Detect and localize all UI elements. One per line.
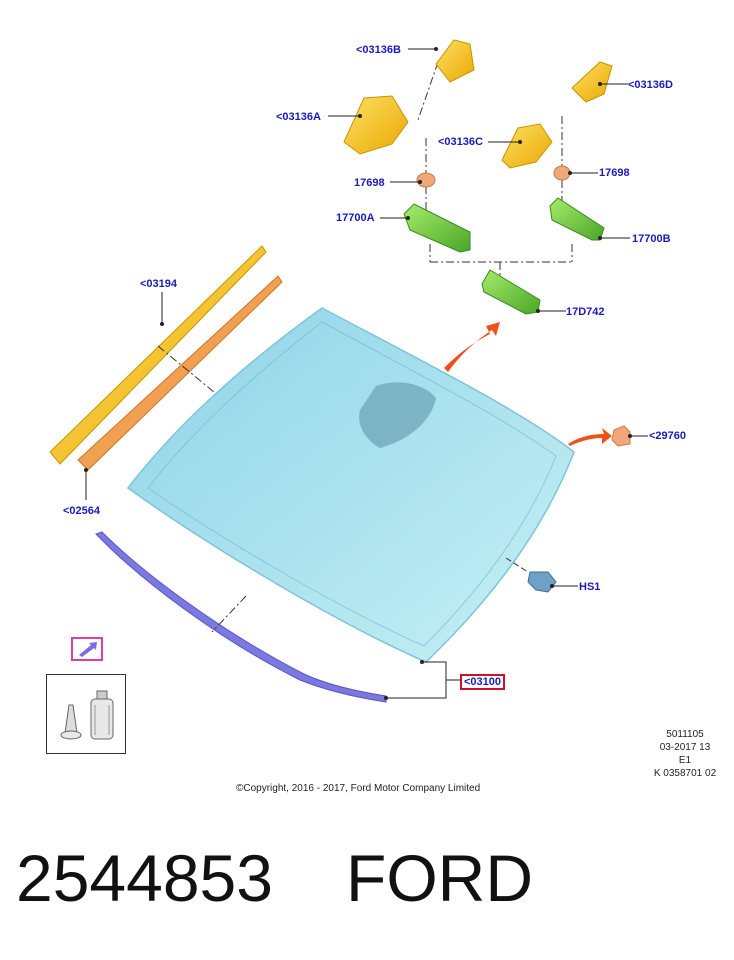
upper-moulding-yellow bbox=[49, 245, 267, 465]
callout-03136A: <03136A bbox=[276, 111, 321, 123]
callout-03136B: <03136B bbox=[356, 44, 401, 56]
brand-name: FORD bbox=[346, 841, 533, 915]
drawing-ref-line3: E1 bbox=[678, 755, 692, 766]
callout-02564: <02564 bbox=[63, 505, 101, 517]
callout-17D742: 17D742 bbox=[566, 306, 605, 318]
kit-indicator-box bbox=[71, 637, 103, 661]
mirror-17700A bbox=[403, 203, 471, 253]
drawing-ref-line1: 5011105 bbox=[666, 729, 704, 740]
cover-03136D bbox=[571, 61, 613, 103]
pad-17698-left bbox=[416, 172, 436, 188]
windshield-exploded-diagram bbox=[49, 39, 648, 703]
cover-03136A bbox=[343, 95, 409, 155]
cover-03136B bbox=[435, 39, 475, 83]
mirror-17D742 bbox=[481, 269, 541, 315]
drawing-reference-block: 5011105 03-2017 13 E1 K 0358701 02 bbox=[640, 728, 730, 780]
kit-arrow-icon bbox=[79, 642, 97, 657]
upper-seal-orange bbox=[77, 275, 283, 471]
sensor-HS1 bbox=[505, 557, 557, 593]
leader-dots bbox=[84, 47, 632, 700]
callout-03100: <03100 bbox=[460, 674, 506, 690]
drawing-ref-line4: K 0358701 02 bbox=[653, 768, 717, 779]
drawing-ref-line2: 03-2017 13 bbox=[659, 742, 711, 753]
callout-29760: <29760 bbox=[649, 430, 687, 442]
callout-17700A: 17700A bbox=[336, 212, 375, 224]
cover-03136C bbox=[501, 123, 553, 169]
leader-lines bbox=[85, 48, 648, 699]
orange-arrows bbox=[444, 322, 612, 446]
callout-HS1: HS1 bbox=[579, 581, 601, 593]
callout-17698-right: 17698 bbox=[599, 167, 630, 179]
windshield-glass bbox=[126, 307, 575, 663]
copyright-text: ©Copyright, 2016 - 2017, Ford Motor Comp… bbox=[236, 783, 481, 794]
adhesive-kit-inset bbox=[46, 674, 126, 754]
bracket-29760 bbox=[611, 425, 631, 447]
callout-03136D: <03136D bbox=[628, 79, 673, 91]
callout-03136C: <03136C bbox=[438, 136, 483, 148]
adhesive-kit-icon bbox=[60, 690, 114, 740]
callout-03194: <03194 bbox=[140, 278, 178, 290]
mirror-17700B bbox=[549, 197, 605, 241]
part-number: 2544853 bbox=[16, 841, 273, 915]
pad-17698-right bbox=[553, 165, 571, 181]
callout-17700B: 17700B bbox=[632, 233, 671, 245]
callout-17698-left: 17698 bbox=[354, 177, 385, 189]
